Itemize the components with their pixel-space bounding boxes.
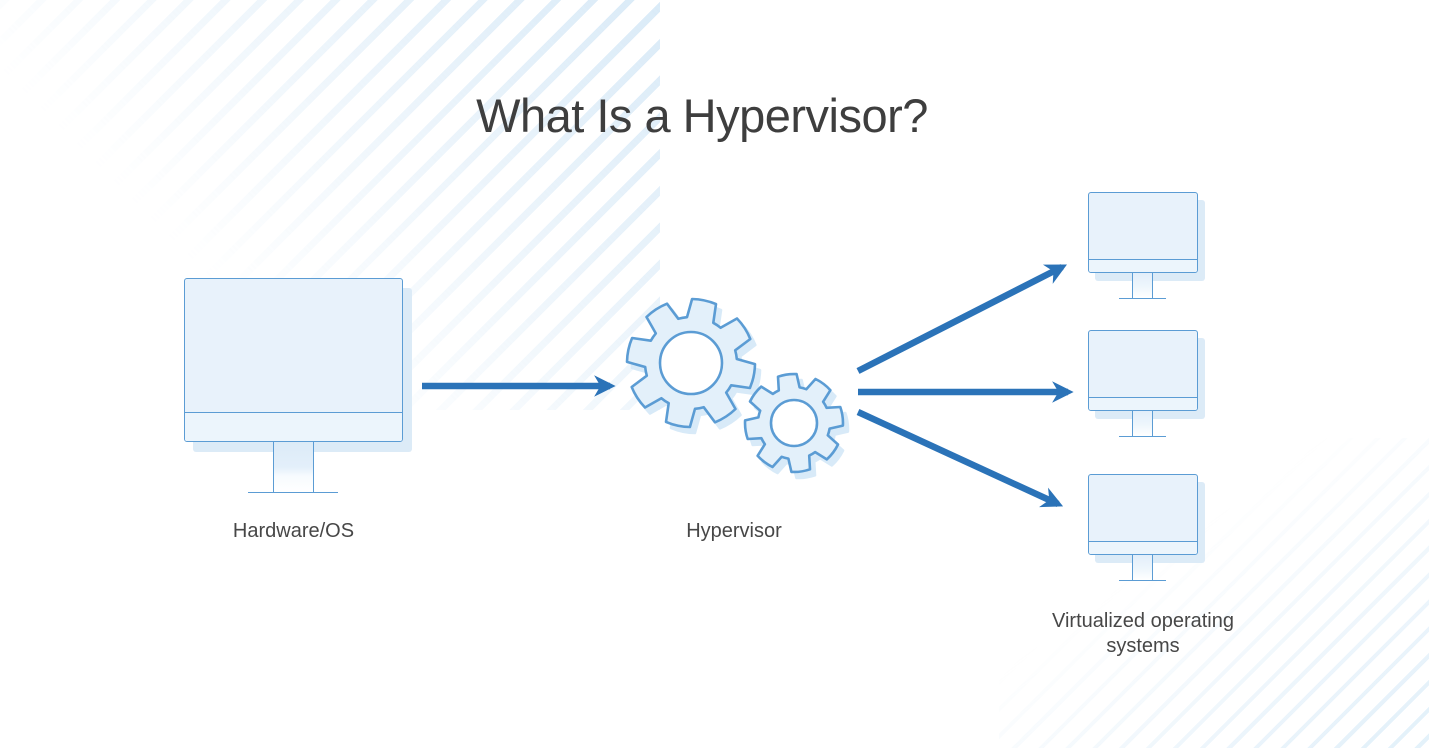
arrow-hypervisor-to-vm3 xyxy=(856,409,1064,508)
vm-monitor-icon xyxy=(1088,192,1198,273)
vm-node-3 xyxy=(1088,474,1198,594)
vm-node-2 xyxy=(1088,330,1198,450)
monitor-stand xyxy=(1132,273,1153,298)
monitor-base xyxy=(248,492,338,493)
monitor-base xyxy=(1119,580,1166,581)
monitor-bezel xyxy=(185,412,402,441)
gear-large-hole xyxy=(658,330,724,396)
hardware-node: Hardware/OS xyxy=(184,278,403,558)
monitor-stand xyxy=(273,442,314,492)
monitor-stand xyxy=(1132,555,1153,580)
virtualized-label: Virtualized operating systems xyxy=(1052,610,1234,657)
monitor-bezel xyxy=(1089,259,1197,272)
vm-monitor-icon xyxy=(1088,330,1198,411)
monitor-bezel xyxy=(1089,541,1197,554)
page-title: What Is a Hypervisor? xyxy=(476,89,928,142)
monitor-bezel xyxy=(1089,397,1197,410)
gears-icon xyxy=(625,297,845,474)
monitor-base xyxy=(1119,436,1166,437)
vm-monitor-icon xyxy=(1088,474,1198,555)
monitor-base xyxy=(1119,298,1166,299)
monitor-stand xyxy=(1132,411,1153,436)
hardware-label: Hardware/OS xyxy=(232,520,355,542)
gear-small-hole xyxy=(769,398,819,448)
hypervisor-label: Hypervisor xyxy=(686,520,782,542)
vm-node-1 xyxy=(1088,192,1198,312)
monitor-icon xyxy=(184,278,403,442)
arrow-hypervisor-to-vm1 xyxy=(856,264,1068,374)
